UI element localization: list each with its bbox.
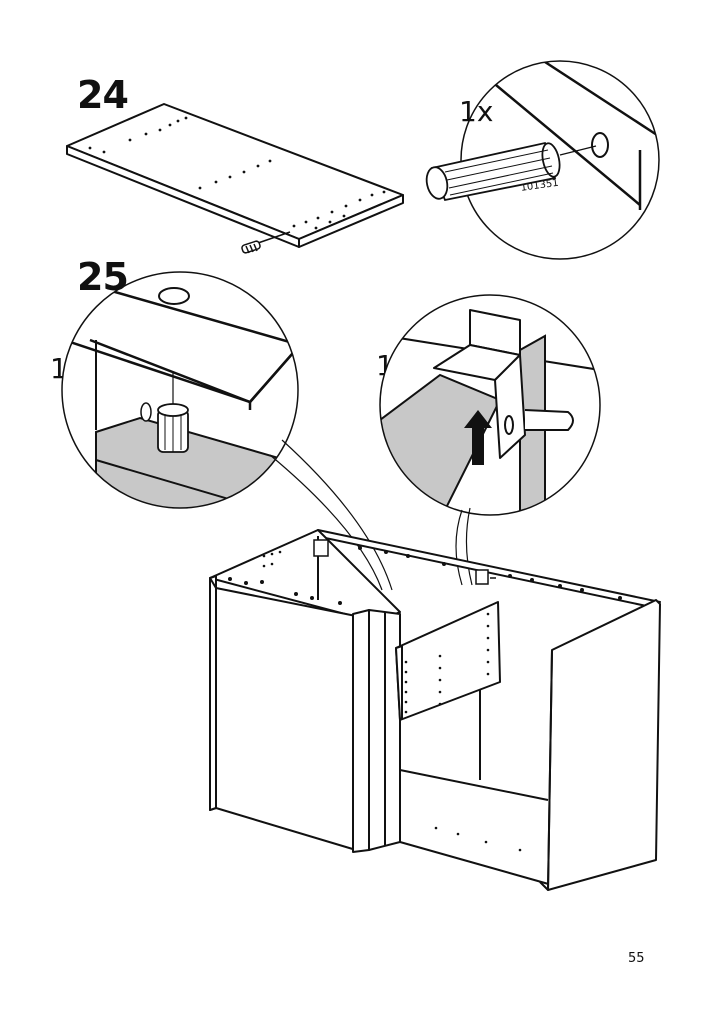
step-25-number: 25 [77,255,129,299]
cabinet-holes [228,546,622,852]
wooden-dowel-icon [241,231,291,254]
dowel-closeup [425,141,561,202]
cabinet-brackets [313,539,496,585]
step-24-number: 24 [77,73,129,117]
detail-circle-leg [61,271,299,509]
metal-bracket-icon [433,309,574,459]
shelf-holes [88,116,386,230]
detail-leader-lines [269,439,473,591]
shelf-panel [66,103,404,248]
page-number: 55 [628,951,645,966]
cabinet-frame [209,529,661,891]
detail-circle-dowel [425,60,660,260]
up-arrow-icon [464,410,492,465]
detail-circle-bracket [379,294,601,516]
step-24-quantity: 1x [459,95,494,128]
